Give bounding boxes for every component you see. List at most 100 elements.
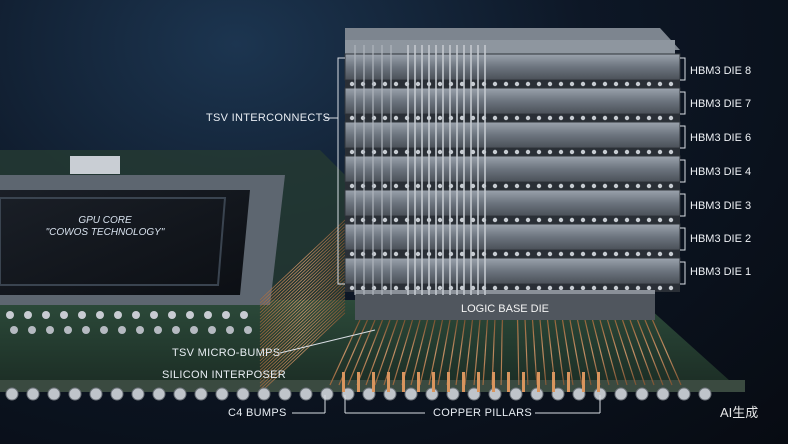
c4-bump (215, 387, 229, 401)
interposer-trace (259, 229, 346, 310)
die-micro-bump (591, 81, 597, 87)
micro-bump (82, 326, 90, 334)
gpu-core-die (0, 190, 250, 295)
die-micro-bump (646, 183, 652, 189)
die-micro-bump (635, 183, 641, 189)
die-micro-bump (514, 251, 520, 257)
die-micro-bump (646, 81, 652, 87)
die-micro-bump (536, 81, 542, 87)
die-micro-bump (393, 217, 399, 223)
copper-trace (473, 319, 481, 386)
die-micro-bump (437, 183, 443, 189)
die-micro-bump (547, 81, 553, 87)
interposer-trace (259, 306, 346, 387)
interposer-trace (259, 226, 346, 307)
c4-bump (656, 387, 670, 401)
die-micro-bump (470, 115, 476, 121)
die-micro-bump (646, 149, 652, 155)
c4-bump (152, 387, 166, 401)
interposer-trace (259, 251, 346, 333)
die-micro-bump (580, 251, 586, 257)
interposer-trace (259, 245, 346, 326)
callout-lines (279, 117, 601, 414)
micro-bump (186, 311, 194, 319)
die-micro-bump (657, 251, 663, 257)
c4-bumps-label: C4 BUMPS (228, 407, 287, 419)
micro-bump (172, 326, 180, 334)
die-micro-bump (393, 183, 399, 189)
copper-trace (329, 319, 361, 386)
gpu-core-label: GPU CORE "COWOS TECHNOLOGY" (40, 215, 170, 239)
die-micro-bump (624, 251, 630, 257)
hbm-die-layer (344, 223, 681, 251)
micro-bump (114, 311, 122, 319)
copper-trace (455, 319, 466, 386)
copper-pillar (447, 372, 450, 392)
die-micro-bump (558, 217, 564, 223)
die-micro-bump (569, 251, 575, 257)
die-bracket (680, 159, 686, 183)
micro-bumps (6, 311, 252, 334)
copper-trace (569, 319, 583, 386)
die-bond-layer (345, 148, 680, 156)
die-micro-bump (624, 217, 630, 223)
interposer-trace (259, 277, 346, 358)
copper-pillar (417, 372, 420, 392)
die-micro-bump (514, 149, 520, 155)
die-micro-bump (503, 251, 509, 257)
interposer-trace (259, 264, 346, 346)
tsv-columns (354, 45, 486, 295)
copper-pillar (522, 372, 525, 392)
micro-bump (118, 326, 126, 334)
micro-bump (150, 311, 158, 319)
c4-bump (404, 387, 418, 401)
die-micro-bump (349, 285, 355, 291)
die-micro-bump (613, 183, 619, 189)
die-micro-bump (393, 149, 399, 155)
die-micro-bump (470, 81, 476, 87)
die-micro-bump (492, 115, 498, 121)
copper-pillars-label: COPPER PILLARS (433, 407, 532, 419)
c4-bump (320, 387, 334, 401)
die-micro-bump (602, 149, 608, 155)
copper-trace (621, 319, 646, 386)
die-micro-bump (602, 285, 608, 291)
die-micro-bump (547, 217, 553, 223)
c4-bump (5, 387, 19, 401)
micro-bump (46, 326, 54, 334)
die-bond-layer (345, 80, 680, 88)
die-micro-bump (668, 251, 674, 257)
interposer-trace (259, 280, 346, 362)
copper-trace (591, 319, 610, 386)
die-micro-bump (624, 115, 630, 121)
die-bond-layer (345, 216, 680, 224)
copper-trace (410, 319, 429, 386)
copper-trace (531, 319, 538, 386)
die-micro-bump (382, 285, 388, 291)
die-micro-bump (569, 149, 575, 155)
die-micro-bump (591, 285, 597, 291)
die-micro-bump (569, 285, 575, 291)
die-micro-bump (657, 115, 663, 121)
die-micro-bump (591, 183, 597, 189)
c4-bump (677, 387, 691, 401)
die-micro-bump (415, 149, 421, 155)
die-micro-bump (624, 285, 630, 291)
die-label-8: HBM3 DIE 8 (690, 65, 752, 77)
die-micro-bump (525, 285, 531, 291)
die-micro-bump (668, 217, 674, 223)
gpu-cap (70, 156, 120, 174)
die-micro-bump (580, 217, 586, 223)
die-micro-bump (558, 183, 564, 189)
die-label-4: HBM3 DIE 4 (690, 166, 752, 178)
die-label-3: HBM3 DIE 3 (690, 200, 752, 212)
die-micro-bump (459, 217, 465, 223)
die-bond-layer (345, 250, 680, 258)
die-micro-bump (580, 285, 586, 291)
copper-trace (437, 319, 451, 386)
c4-bump (194, 387, 208, 401)
hbm-die-layer (344, 121, 681, 149)
die-micro-bump (624, 183, 630, 189)
die-micro-bump (536, 285, 542, 291)
copper-pillar (477, 372, 480, 392)
